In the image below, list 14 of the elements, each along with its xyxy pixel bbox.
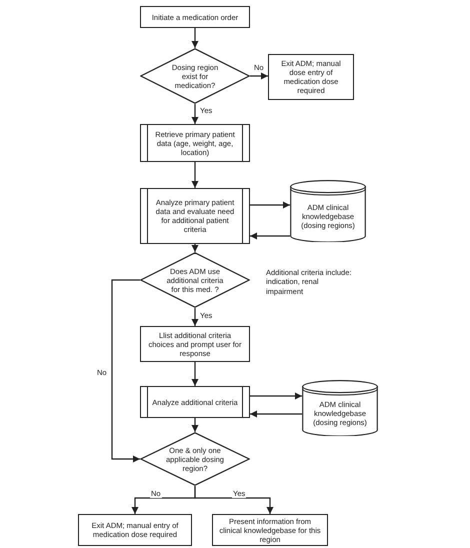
arrow bbox=[250, 202, 290, 208]
arrow bbox=[111, 279, 140, 462]
arrow bbox=[192, 244, 198, 252]
arrow bbox=[192, 28, 198, 48]
arrow bbox=[194, 486, 274, 514]
arrow bbox=[250, 392, 302, 400]
arrow bbox=[192, 362, 198, 386]
arrow bbox=[192, 418, 198, 432]
arrow bbox=[192, 162, 198, 188]
arrow bbox=[250, 410, 302, 418]
arrow bbox=[250, 232, 290, 240]
arrow bbox=[192, 308, 198, 326]
arrow bbox=[250, 72, 268, 80]
arrow bbox=[192, 104, 198, 124]
